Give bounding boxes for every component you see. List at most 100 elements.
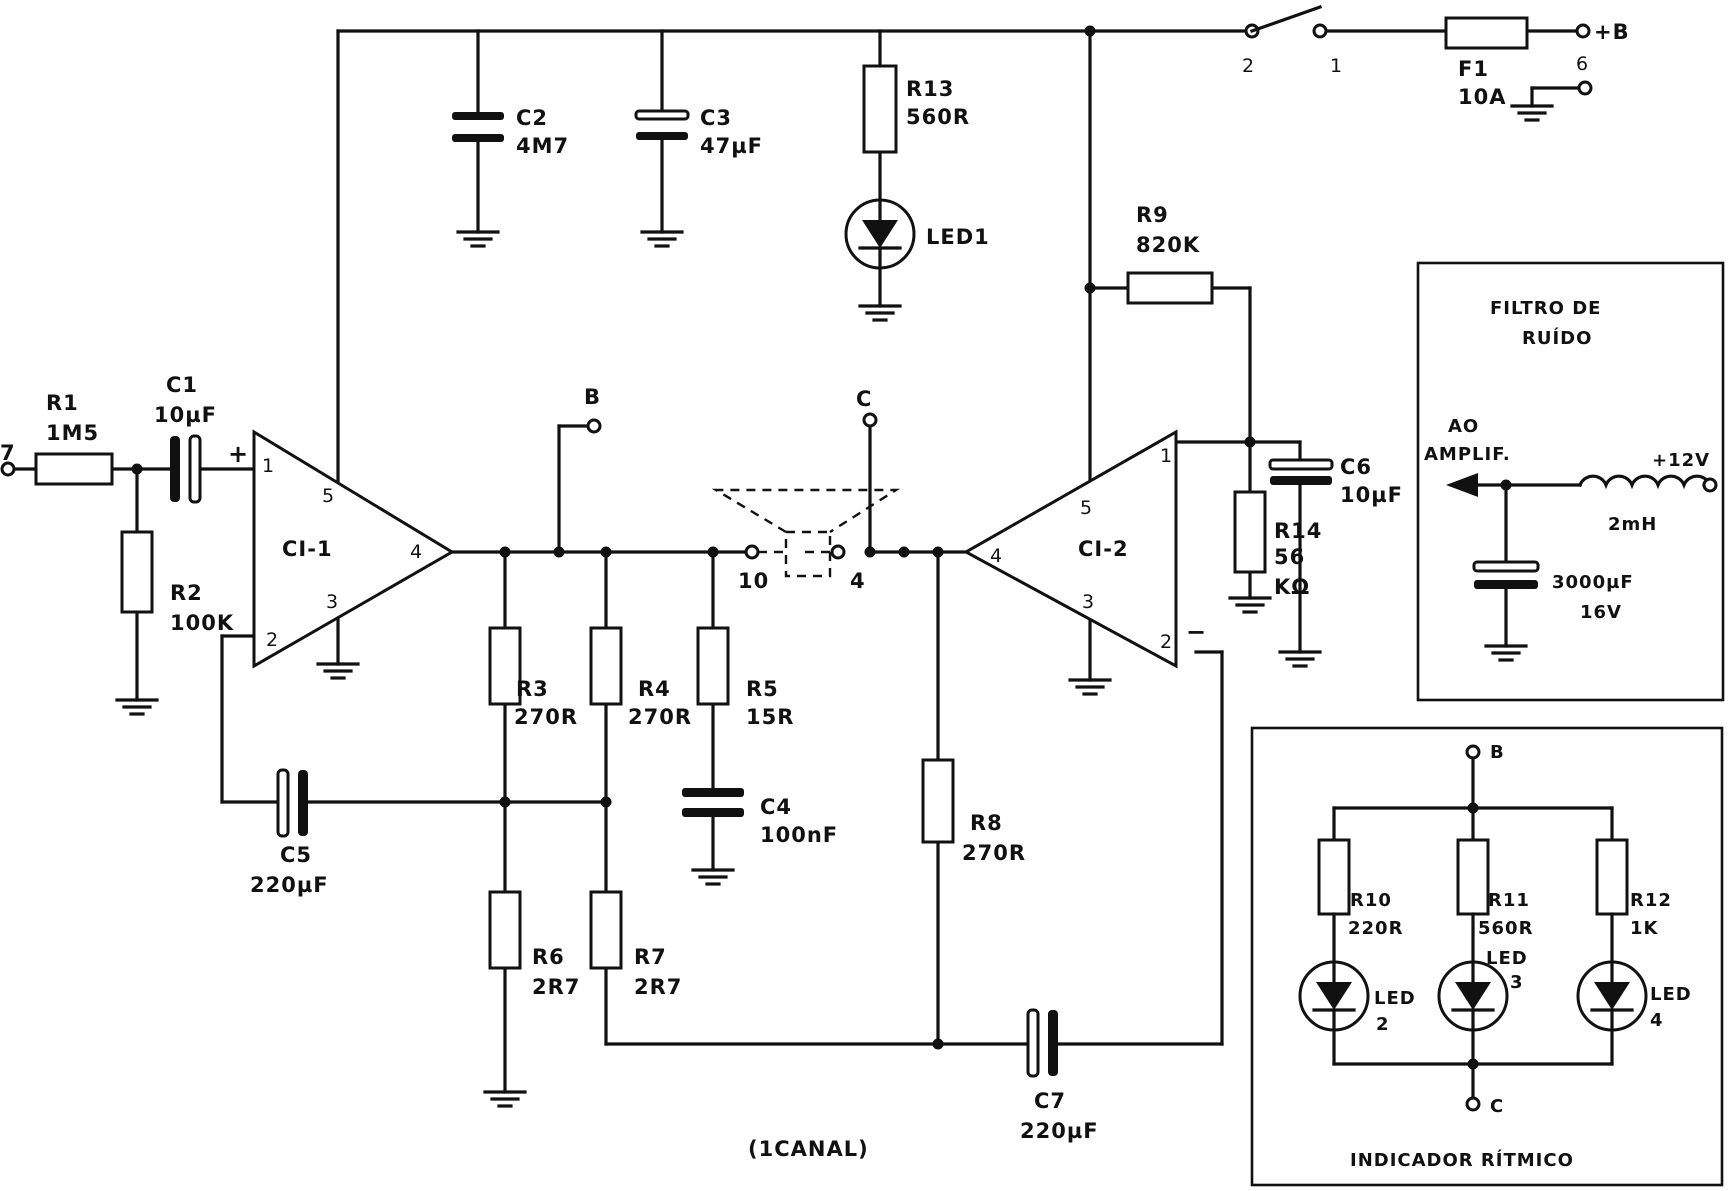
svg-text:C3: C3 bbox=[700, 106, 732, 130]
svg-text:R7: R7 bbox=[634, 945, 667, 969]
svg-text:LED: LED bbox=[1650, 984, 1692, 1005]
svg-text:220µF: 220µF bbox=[1020, 1119, 1099, 1143]
svg-text:4: 4 bbox=[410, 541, 422, 563]
svg-text:560R: 560R bbox=[906, 105, 970, 129]
resistor-r5: R5 15R bbox=[696, 626, 794, 729]
svg-text:AMPLIF.: AMPLIF. bbox=[1424, 444, 1511, 465]
svg-text:RUÍDO: RUÍDO bbox=[1522, 327, 1592, 349]
svg-text:3: 3 bbox=[1082, 591, 1094, 613]
power-switch: 2 1 bbox=[1242, 4, 1342, 77]
svg-text:AO: AO bbox=[1448, 416, 1479, 437]
capacitor-c6: C6 10µF bbox=[1268, 455, 1402, 668]
svg-text:B: B bbox=[584, 385, 601, 409]
svg-text:C2: C2 bbox=[516, 106, 548, 130]
switch-pin-2: 2 bbox=[1242, 55, 1254, 77]
svg-text:C5: C5 bbox=[280, 843, 312, 867]
resistor-r3: R3 270R bbox=[488, 626, 578, 729]
svg-text:270R: 270R bbox=[962, 841, 1026, 865]
capacitor-c4: C4 100nF bbox=[682, 788, 838, 886]
led4: LED 4 bbox=[1576, 960, 1692, 1032]
svg-text:6: 6 bbox=[1576, 53, 1588, 75]
caption: (1CANAL) bbox=[748, 1137, 869, 1161]
resistor-r1: R1 1M5 bbox=[34, 391, 114, 486]
svg-text:220R: 220R bbox=[1348, 918, 1403, 939]
resistor-r9: R9 820K bbox=[1126, 203, 1214, 305]
svg-text:R3: R3 bbox=[516, 677, 549, 701]
svg-text:10: 10 bbox=[738, 569, 769, 593]
node-c: C bbox=[856, 387, 878, 428]
svg-text:2: 2 bbox=[1160, 631, 1172, 653]
svg-text:820K: 820K bbox=[1136, 233, 1200, 257]
svg-text:1: 1 bbox=[1160, 445, 1172, 467]
terminal-plus-b: +B bbox=[1575, 20, 1630, 44]
svg-text:56: 56 bbox=[1274, 545, 1305, 569]
svg-text:CI-2: CI-2 bbox=[1078, 537, 1129, 561]
svg-text:1: 1 bbox=[262, 455, 274, 477]
svg-text:R9: R9 bbox=[1136, 203, 1169, 227]
resistor-r7: R7 2R7 bbox=[589, 890, 682, 999]
junction-dots bbox=[131, 25, 1256, 1050]
svg-text:270R: 270R bbox=[628, 705, 692, 729]
resistor-r4: R4 270R bbox=[589, 626, 692, 729]
svg-text:10µF: 10µF bbox=[154, 403, 217, 427]
capacitor-c7: C7 220µF bbox=[1020, 1008, 1099, 1143]
svg-text:3: 3 bbox=[1510, 972, 1524, 993]
arrow-left-icon bbox=[1446, 473, 1478, 497]
fuse-f1: F1 10A bbox=[1444, 16, 1529, 109]
svg-text:F1: F1 bbox=[1458, 57, 1489, 81]
svg-text:LED: LED bbox=[1374, 988, 1416, 1009]
resistor-r8: R8 270R bbox=[921, 758, 1026, 865]
svg-text:100nF: 100nF bbox=[760, 823, 838, 847]
resistor-r2: R2 100K bbox=[115, 530, 234, 716]
led3: LED 3 bbox=[1437, 948, 1527, 1032]
svg-text:270R: 270R bbox=[514, 705, 578, 729]
svg-text:R14: R14 bbox=[1274, 519, 1322, 543]
svg-text:2: 2 bbox=[1376, 1014, 1390, 1035]
resistor-r11: R11 560R bbox=[1456, 838, 1532, 939]
svg-text:4M7: 4M7 bbox=[516, 134, 569, 158]
svg-text:+B: +B bbox=[1594, 20, 1630, 44]
svg-text:C: C bbox=[1490, 1096, 1504, 1117]
svg-text:5: 5 bbox=[322, 485, 334, 507]
resistor-r13: R13 560R bbox=[862, 64, 970, 154]
svg-text:2: 2 bbox=[266, 629, 278, 651]
svg-text:CI-1: CI-1 bbox=[282, 537, 333, 561]
svg-text:15R: 15R bbox=[746, 705, 794, 729]
svg-text:R11: R11 bbox=[1488, 890, 1530, 911]
svg-text:2R7: 2R7 bbox=[634, 975, 682, 999]
inductor-coil bbox=[1577, 474, 1713, 490]
svg-text:7: 7 bbox=[0, 441, 16, 465]
node-b: B bbox=[584, 385, 602, 434]
resistor-r10: R10 220R bbox=[1317, 838, 1403, 939]
resistor-r12: R12 1K bbox=[1595, 838, 1671, 939]
svg-text:47µF: 47µF bbox=[700, 134, 763, 158]
terminal-6: 6 bbox=[1510, 53, 1593, 122]
svg-text:3: 3 bbox=[326, 591, 338, 613]
resistor-r14: R14 56 KΩ bbox=[1228, 490, 1322, 614]
svg-text:R2: R2 bbox=[170, 581, 203, 605]
svg-text:LED1: LED1 bbox=[926, 225, 990, 249]
capacitor-c5: C5 220µF bbox=[250, 768, 329, 897]
wiring bbox=[12, 29, 1582, 1094]
svg-text:C6: C6 bbox=[1340, 455, 1372, 479]
svg-text:R6: R6 bbox=[532, 945, 565, 969]
svg-text:C1: C1 bbox=[166, 373, 198, 397]
svg-text:B: B bbox=[1490, 742, 1505, 763]
svg-text:5: 5 bbox=[1080, 497, 1092, 519]
svg-text:16V: 16V bbox=[1580, 602, 1622, 623]
amplifier-ci2: CI-2 1 2 3 4 5 − bbox=[962, 429, 1206, 696]
noise-filter-title: FILTRO DE bbox=[1490, 298, 1601, 319]
led2: LED 2 bbox=[1298, 960, 1416, 1035]
svg-text:R10: R10 bbox=[1350, 890, 1392, 911]
svg-text:220µF: 220µF bbox=[250, 873, 329, 897]
resistor-r6: R6 2R7 bbox=[483, 890, 579, 1108]
svg-text:R1: R1 bbox=[46, 391, 79, 415]
svg-text:1M5: 1M5 bbox=[46, 421, 99, 445]
svg-text:KΩ: KΩ bbox=[1274, 575, 1310, 599]
svg-text:4: 4 bbox=[1650, 1010, 1664, 1031]
svg-text:100K: 100K bbox=[170, 611, 234, 635]
svg-text:C7: C7 bbox=[1034, 1089, 1066, 1113]
capacitor-c1: C1 10µF + bbox=[154, 373, 248, 504]
svg-text:10A: 10A bbox=[1458, 85, 1506, 109]
svg-text:4: 4 bbox=[990, 545, 1002, 567]
